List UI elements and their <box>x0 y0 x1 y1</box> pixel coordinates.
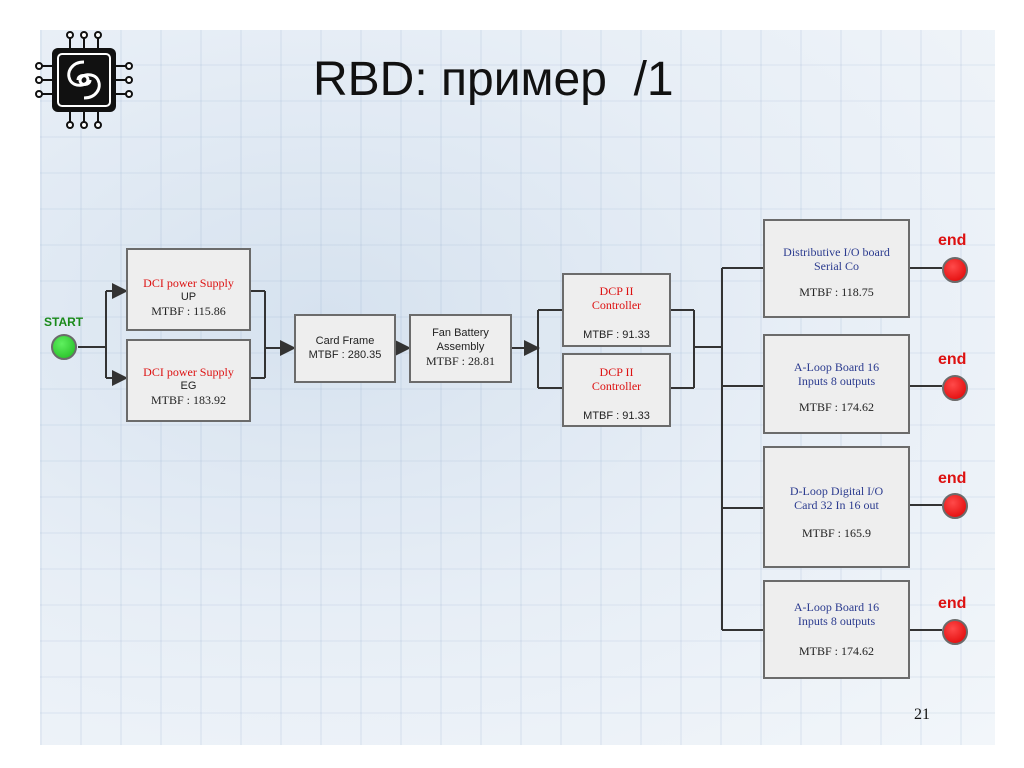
block-ps-eg-line1: DCI power Supply <box>143 365 234 379</box>
block-aloop2-mtbf: MTBF : 174.62 <box>798 644 874 658</box>
block-dloop-line1: D-Loop Digital I/O <box>789 484 884 498</box>
block-a-loop-board-1: A-Loop Board 16 Inputs 8 outputs MTBF : … <box>763 334 910 434</box>
block-dio-mtbf: MTBF : 118.75 <box>799 285 874 299</box>
block-aloop1-line1: A-Loop Board 16 <box>793 360 880 374</box>
block-dcp2-line1: DCP II <box>599 365 634 379</box>
slide-title: RBD: пример /1 <box>313 53 674 106</box>
block-aloop2-line1: A-Loop Board 16 <box>793 600 880 614</box>
block-card-frame: Card Frame MTBF : 280.35 <box>294 314 396 383</box>
start-label: START <box>44 315 84 329</box>
block-a-loop-board-2: A-Loop Board 16 Inputs 8 outputs MTBF : … <box>763 580 910 679</box>
block-d-loop-digital-io: D-Loop Digital I/O Card 32 In 16 out MTB… <box>763 446 910 568</box>
block-dcp2-mtbf: MTBF : 91.33 <box>583 410 650 422</box>
block-dcp2-line2: Controller <box>591 379 642 393</box>
block-fan-battery: Fan Battery Assembly MTBF : 28.81 <box>409 314 512 383</box>
end-node-4 <box>942 619 968 645</box>
end-label-1: end <box>938 232 967 249</box>
block-aloop1-line2: Inputs 8 outputs <box>797 374 876 388</box>
end-node-2 <box>942 375 968 401</box>
block-dio-line1: Distributive I/O board <box>783 245 890 259</box>
block-dloop-line2: Card 32 In 16 out <box>794 498 879 512</box>
end-label-3: end <box>938 470 967 487</box>
block-ps-eg-line2: EG <box>180 380 197 392</box>
start-node <box>51 334 77 360</box>
block-dcp1-line2: Controller <box>591 298 642 312</box>
block-ps-eg-mtbf: MTBF : 183.92 <box>150 393 226 407</box>
block-fan-line2: Assembly <box>436 341 485 353</box>
end-label-2: end <box>938 351 967 368</box>
block-dcp-controller-2: DCP II Controller MTBF : 91.33 <box>562 353 671 427</box>
chip-icon <box>35 31 133 129</box>
end-node-1 <box>942 257 968 283</box>
block-aloop1-mtbf: MTBF : 174.62 <box>798 400 874 414</box>
block-dcp-controller-1: DCP II Controller MTBF : 91.33 <box>562 273 671 347</box>
block-aloop2-line2: Inputs 8 outputs <box>797 614 876 628</box>
block-fan-line1: Fan Battery <box>432 327 489 339</box>
block-ps-up-line1: DCI power Supply <box>143 276 234 290</box>
block-dio-line2: Serial Co <box>814 259 859 273</box>
block-card-frame-line1: Card Frame <box>315 335 375 347</box>
block-dcp1-mtbf: MTBF : 91.33 <box>583 329 650 341</box>
block-card-frame-mtbf: MTBF : 280.35 <box>308 349 382 361</box>
block-distributive-io: Distributive I/O board Serial Co MTBF : … <box>763 219 910 318</box>
page-number: 21 <box>914 706 930 723</box>
block-dcp1-line1: DCP II <box>599 284 634 298</box>
block-fan-mtbf: MTBF : 28.81 <box>425 354 495 368</box>
end-node-3 <box>942 493 968 519</box>
block-ps-eg: DCI power Supply EG MTBF : 183.92 <box>126 339 251 422</box>
end-label-4: end <box>938 595 967 612</box>
block-ps-up: DCI power Supply UP MTBF : 115.86 <box>126 248 251 331</box>
block-ps-up-mtbf: MTBF : 115.86 <box>151 304 226 318</box>
block-ps-up-line2: UP <box>180 291 197 303</box>
block-dloop-mtbf: MTBF : 165.9 <box>801 526 871 540</box>
